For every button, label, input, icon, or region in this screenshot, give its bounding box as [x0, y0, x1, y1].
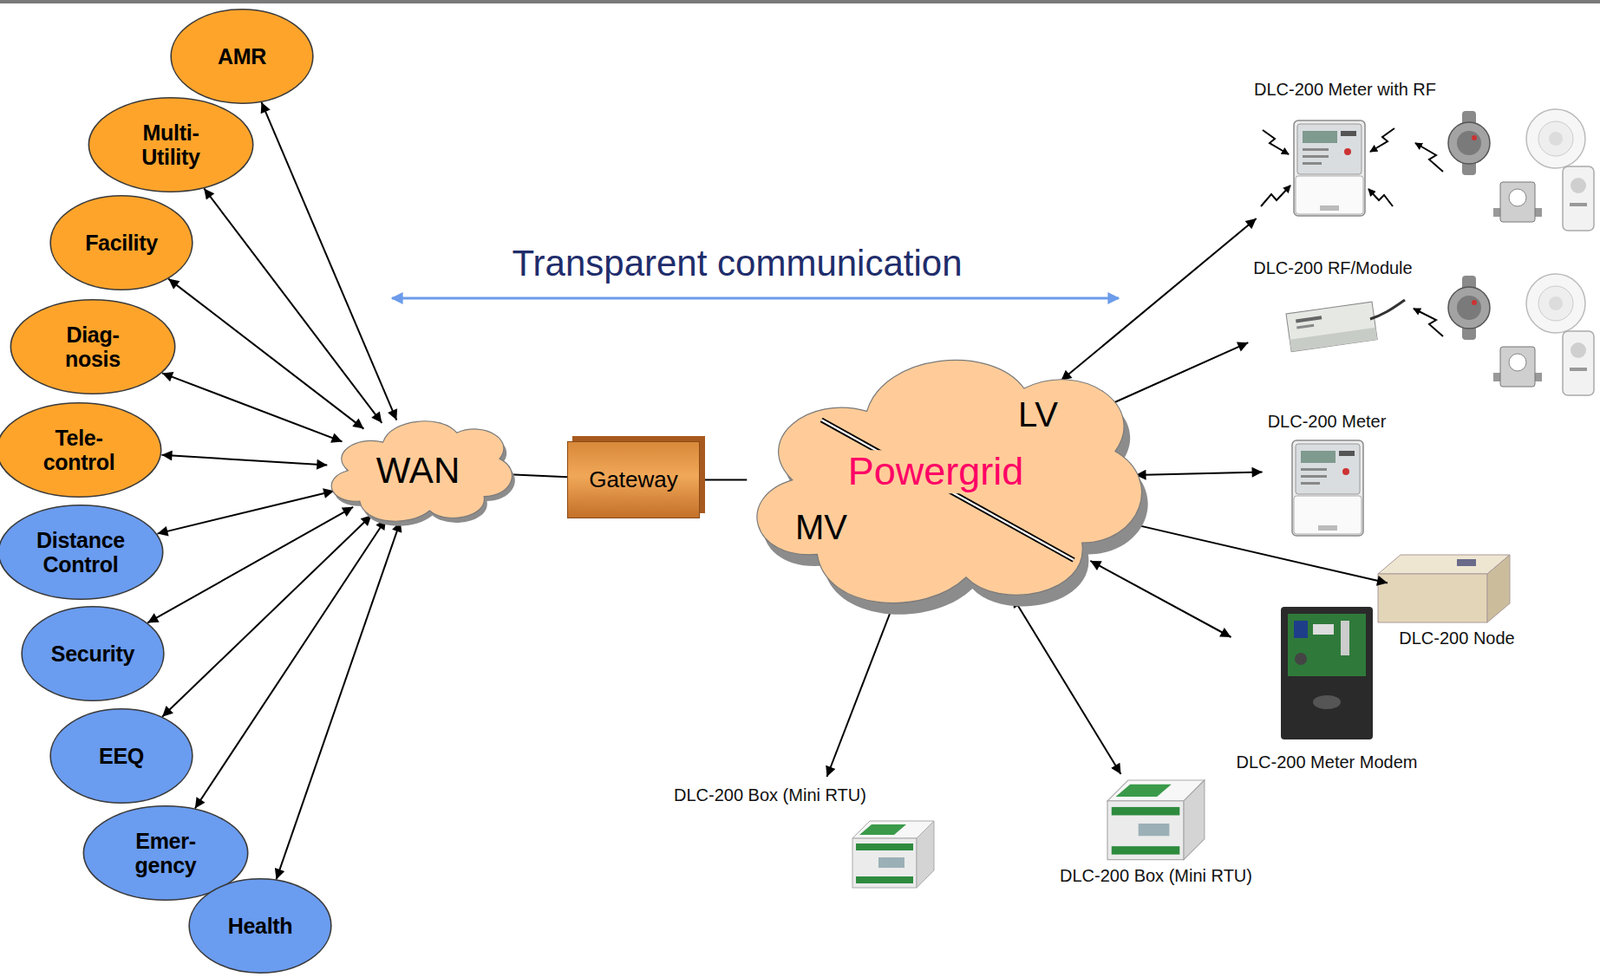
cloud-outline: [757, 359, 1143, 603]
caption-label: Transparent communication: [511, 242, 962, 285]
meter-picture: [1292, 440, 1364, 536]
ellipse-outline: [189, 879, 332, 974]
node-text: DLC-200 RF/Module: [1253, 257, 1412, 279]
device: DLC-200 Node: [1387, 546, 1527, 653]
node-text: MV: [795, 508, 848, 547]
service-ellipse: Tele- control: [0, 402, 163, 498]
node-text: Health: [228, 914, 294, 939]
ellipse-outline: [88, 97, 253, 192]
rtu-picture: [1107, 780, 1205, 861]
radio-zigzag: [1262, 130, 1289, 155]
meter-picture: [1293, 120, 1365, 216]
network-cloud: Powergrid LV MV: [734, 331, 1149, 618]
ellipse-outline: [50, 709, 193, 804]
node-text: Multi- Utility: [117, 120, 225, 170]
connector-arrow: [699, 479, 747, 482]
node-text: Diag- nosis: [39, 322, 147, 372]
service-ellipse: Diag- nosis: [9, 299, 177, 395]
connector-arrow: [157, 490, 335, 534]
sensor-pictures: [1448, 274, 1594, 396]
service-ellipse: AMR: [169, 8, 314, 105]
rtu-picture: [852, 821, 934, 889]
node-text: DLC-200 Meter Modem: [1236, 751, 1418, 773]
divider-gap: [821, 419, 1074, 561]
node-text: Security: [51, 641, 135, 667]
transparent-arrow: [391, 297, 1119, 301]
connector-arrow: [147, 507, 353, 624]
radio-zigzag: [1370, 128, 1395, 152]
antenna-cable: [1370, 300, 1405, 320]
node-text: Powergrid: [844, 450, 1028, 494]
ellipse-outline: [50, 195, 193, 290]
radio-zigzag: [1413, 308, 1444, 337]
device: DLC-200 RF/Module: [1247, 249, 1418, 360]
node-text: EEQ: [98, 744, 144, 769]
connector-arrow: [1090, 561, 1231, 638]
radio-zigzag: [1260, 185, 1291, 207]
connector-arrow: [1101, 342, 1248, 409]
node-text: DLC-200 Box (Mini RTU): [1059, 865, 1253, 887]
device: DLC-200 Box (Mini RTU): [670, 777, 940, 892]
node-text: DLC-200 Node: [1398, 627, 1515, 649]
device: DLC-200 Box (Mini RTU): [1054, 774, 1258, 890]
connector-arrow: [162, 515, 372, 717]
service-ellipse: Distance Control: [0, 504, 164, 601]
node-text: Distance Control: [26, 528, 135, 577]
connector-arrow: [195, 519, 386, 810]
ellipse-outline: [170, 9, 314, 104]
ellipse-outline: [0, 403, 162, 497]
service-ellipse: Multi- Utility: [87, 97, 255, 193]
connector-arrow: [827, 602, 895, 778]
service-ellipse: Health: [188, 878, 333, 974]
node-text: DLC-200 Meter: [1267, 411, 1387, 432]
node-text: AMR: [217, 44, 267, 69]
connector-arrow: [162, 372, 343, 442]
connector-arrow: [162, 455, 328, 466]
rf-module-picture: [1286, 301, 1378, 352]
ellipse-outline: [10, 300, 175, 394]
connector-arrow: [509, 474, 568, 477]
ellipse-outline: [0, 505, 164, 600]
device: DLC-200 Meter: [1262, 403, 1392, 538]
connector-arrow: [1012, 597, 1122, 775]
node-text: DLC-200 Meter with RF: [1253, 78, 1437, 100]
node-text: Gateway: [588, 466, 679, 494]
connector-arrow: [276, 521, 401, 880]
cloud-outline: [331, 421, 512, 522]
connector-arrow: [261, 102, 398, 421]
node-picture: [1377, 555, 1510, 623]
service-ellipse: EEQ: [49, 708, 194, 804]
node-text: WAN: [376, 450, 460, 491]
node-text: Facility: [84, 230, 158, 255]
connector-arrow: [203, 188, 382, 423]
top-bar: [0, 0, 1600, 4]
device: DLC-200 Meter with RF: [1248, 71, 1442, 219]
sensor-pictures: [1448, 109, 1594, 231]
modem-picture: [1280, 607, 1373, 740]
divider-line: [821, 419, 1074, 561]
node-text: Tele- control: [25, 425, 133, 475]
node-text: LV: [1018, 395, 1058, 434]
connector-arrow: [1124, 522, 1388, 583]
connector-arrow: [1060, 218, 1256, 381]
network-cloud: WAN: [320, 409, 516, 528]
service-ellipse: Security: [20, 606, 165, 702]
gateway-box: Gateway: [567, 441, 700, 519]
radio-zigzag: [1415, 143, 1444, 172]
connector-arrow: [168, 279, 364, 430]
connector-arrow: [1136, 471, 1263, 476]
service-ellipse: Facility: [49, 195, 194, 291]
node-text: Emer- gency: [111, 829, 220, 878]
node-text: DLC-200 Box (Mini RTU): [673, 784, 867, 806]
radio-zigzag: [1368, 189, 1393, 207]
device: DLC-200 Meter Modem: [1231, 602, 1424, 777]
ellipse-outline: [21, 607, 164, 701]
